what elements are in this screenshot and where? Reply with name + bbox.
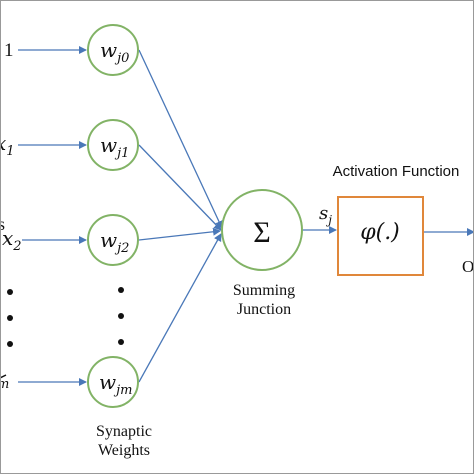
summing-label-line2: Junction (237, 301, 291, 318)
ellipsis-dot (118, 287, 124, 293)
weight-label-m: wjm (99, 370, 132, 398)
input-label-2: x2 (2, 226, 22, 254)
summing-junction-node (221, 189, 303, 271)
synaptic-label-line2: Weights (98, 442, 150, 459)
sigma-symbol: Σ (253, 216, 270, 249)
summing-label-line1: Summing (233, 282, 295, 299)
ellipsis-dot (7, 289, 13, 295)
input-label-0: 1 (4, 40, 14, 61)
input-label-m: m (0, 377, 9, 392)
input-cut-letter: s (0, 214, 5, 234)
weight-arrow-m (138, 233, 222, 383)
weight-node-2 (87, 214, 139, 266)
weight-arrow-0 (138, 49, 223, 229)
activation-title: Activation Function (333, 163, 460, 180)
weight-arrow-1 (138, 144, 222, 231)
synaptic-label-line1: Synaptic (96, 423, 152, 440)
weight-label-2: wj2 (100, 228, 129, 256)
activation-symbol: φ(.) (360, 220, 400, 245)
weight-arrow-2 (138, 227, 221, 241)
input-label-1: x1 (0, 131, 15, 159)
output-label-cut: O (462, 257, 474, 276)
weight-label-1: wj1 (100, 133, 129, 161)
ellipsis-dot (7, 341, 13, 347)
ellipsis-dot (7, 315, 13, 321)
ellipsis-dot (118, 313, 124, 319)
weight-label-0: wj0 (100, 38, 129, 66)
signal-label: sj (319, 203, 332, 227)
weight-node-1 (87, 119, 139, 171)
activation-box (337, 196, 424, 276)
weight-node-0 (87, 24, 139, 76)
weight-node-m (87, 356, 139, 408)
ellipsis-dot (118, 339, 124, 345)
